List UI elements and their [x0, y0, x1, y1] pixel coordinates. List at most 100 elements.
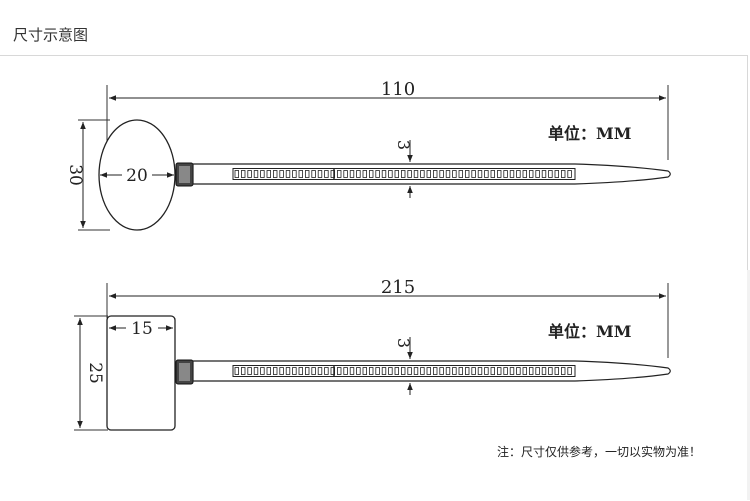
- strap-tooth: [541, 170, 547, 178]
- strap-tooth: [400, 367, 406, 375]
- strap-tooth: [496, 367, 502, 375]
- strap-tooth: [317, 170, 323, 178]
- strap-tooth: [471, 367, 476, 375]
- strap-tooth: [336, 170, 342, 178]
- top-width-label: 20: [126, 166, 148, 186]
- top-tie-drawing: 110 30 20 3 单位：MM: [65, 79, 671, 231]
- strap-tooth: [452, 367, 457, 375]
- strap-tooth: [234, 170, 239, 178]
- top-strap-label: 3: [394, 140, 413, 150]
- strap-tooth: [567, 170, 572, 178]
- strap-tooth: [298, 170, 303, 178]
- strap-tooth: [304, 367, 310, 375]
- strap-tooth: [496, 170, 502, 178]
- oval-tag: [98, 119, 176, 231]
- strap-tooth: [336, 367, 342, 375]
- strap-tooth: [471, 170, 476, 178]
- strap-tooth: [490, 170, 495, 178]
- strap-tooth: [420, 367, 425, 375]
- strap-tooth: [362, 170, 367, 178]
- top-height-label: 30: [65, 164, 85, 186]
- strap-tooth: [343, 170, 348, 178]
- strap-tooth: [548, 170, 553, 178]
- strap-tooth: [388, 367, 393, 375]
- bottom-strap-label: 3: [394, 338, 413, 348]
- strap-tooth: [439, 367, 444, 375]
- strap-tooth: [240, 170, 246, 178]
- strap-tooth: [253, 367, 259, 375]
- disclaimer-note: 注：尺寸仅供参考，一切以实物为准！: [497, 445, 702, 459]
- strap-tooth: [464, 367, 470, 375]
- strap-tooth: [375, 170, 380, 178]
- bottom-width-label: 15: [131, 319, 153, 339]
- strap-tooth: [407, 170, 412, 178]
- strap-tooth: [484, 170, 489, 178]
- strap-tooth: [388, 170, 393, 178]
- bottom-unit-label: 单位：MM: [548, 322, 631, 341]
- strap-tooth: [535, 170, 540, 178]
- strap-tooth: [407, 367, 412, 375]
- strap-teeth-band: [232, 365, 576, 377]
- strap-tooth: [477, 170, 483, 178]
- strap-tooth: [445, 170, 451, 178]
- strap-tooth: [432, 367, 438, 375]
- strap-tooth: [452, 170, 457, 178]
- strap-tooth: [420, 170, 425, 178]
- strap-tooth: [529, 367, 534, 375]
- strap-tooth: [292, 367, 297, 375]
- strap-tooth: [567, 367, 572, 375]
- strap-tooth: [554, 170, 559, 178]
- strap-tooth: [260, 170, 265, 178]
- strap-tooth: [522, 367, 527, 375]
- strap-tooth: [516, 170, 521, 178]
- strap-tooth: [368, 367, 374, 375]
- bottom-height-label: 25: [85, 362, 105, 384]
- strap-tooth: [381, 170, 387, 178]
- bottom-length-label: 215: [381, 277, 415, 298]
- strap-tooth: [253, 170, 259, 178]
- strap-tooth: [247, 170, 252, 178]
- bottom-strap-teeth: [232, 365, 576, 377]
- strap-tooth: [503, 170, 508, 178]
- strap-tooth: [317, 367, 323, 375]
- strap-tooth: [311, 170, 316, 178]
- strap-tooth: [381, 367, 387, 375]
- strap-teeth-band: [232, 168, 576, 180]
- strap-tooth: [234, 367, 239, 375]
- strap-tooth: [400, 170, 406, 178]
- strap-tooth: [439, 170, 444, 178]
- strap-tooth: [509, 367, 515, 375]
- strap-tooth: [279, 367, 284, 375]
- strap-tooth: [298, 367, 303, 375]
- top-strap-teeth: [232, 168, 576, 180]
- strap-tooth: [413, 170, 419, 178]
- strap-tooth: [266, 170, 271, 178]
- page-title: 尺寸示意图: [13, 26, 89, 44]
- strap-tooth: [324, 170, 329, 178]
- strap-tooth: [490, 367, 495, 375]
- strap-tooth: [247, 367, 252, 375]
- strap-tooth: [529, 170, 534, 178]
- strap-tooth: [503, 367, 508, 375]
- top-unit-label: 单位：MM: [548, 124, 631, 143]
- strap-tooth: [240, 367, 246, 375]
- strap-tooth: [561, 367, 566, 375]
- strap-tooth: [509, 170, 515, 178]
- strap-tooth: [362, 367, 367, 375]
- strap-tooth: [432, 170, 438, 178]
- strap-tooth: [426, 367, 431, 375]
- strap-tooth: [260, 367, 265, 375]
- strap-tooth: [458, 367, 463, 375]
- frame-shadow: [747, 270, 750, 500]
- strap-tooth: [272, 170, 278, 178]
- strap-tooth: [272, 367, 278, 375]
- strap-tooth: [375, 367, 380, 375]
- rectangle-tag: [106, 315, 176, 431]
- strap-tooth: [368, 170, 374, 178]
- strap-tooth: [548, 367, 553, 375]
- strap-tooth: [413, 367, 419, 375]
- strap-tooth: [292, 170, 297, 178]
- strap-tooth: [349, 367, 355, 375]
- strap-tooth: [266, 367, 271, 375]
